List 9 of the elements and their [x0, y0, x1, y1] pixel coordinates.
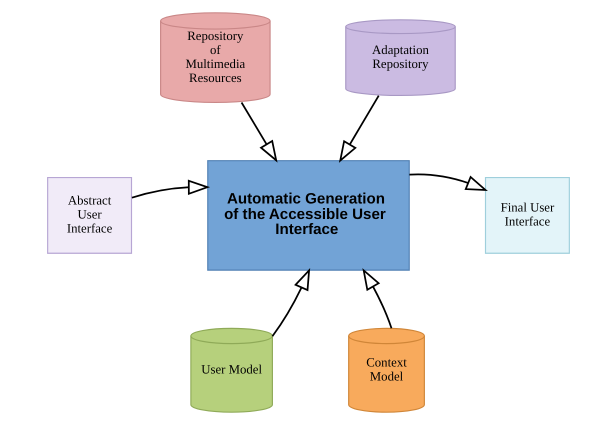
arrow	[408, 174, 488, 191]
arrow	[338, 95, 379, 163]
arrow	[240, 102, 278, 163]
arrow	[362, 268, 392, 329]
arrow	[271, 268, 310, 337]
arrow	[131, 180, 210, 199]
node-box: Final User Interface	[484, 176, 570, 254]
node-box: Abstract User Interface	[46, 176, 132, 254]
node-box: Automatic Generation of the Accessible User Interface	[206, 160, 410, 271]
